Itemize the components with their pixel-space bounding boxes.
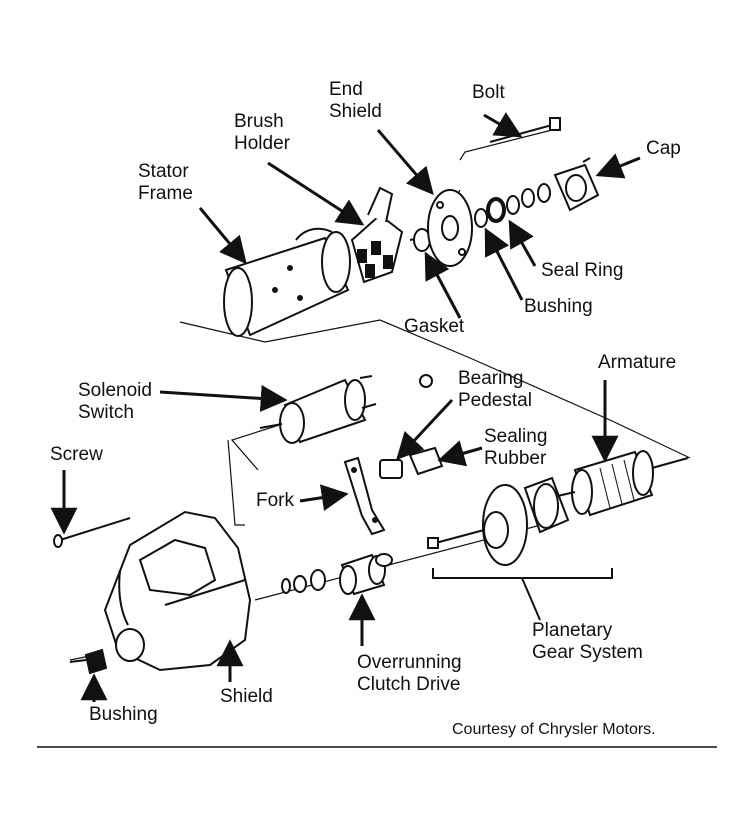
label-bearing-pedestal-line2: Pedestal: [458, 390, 532, 411]
label-overrunning-line1: Overrunning: [357, 652, 462, 673]
planetary-gear-system: [427, 476, 570, 566]
label-stator-frame-line1: Stator: [138, 161, 189, 182]
label-shield: Shield: [220, 686, 273, 707]
brush-holder: [350, 186, 421, 284]
label-end-shield-line2: Shield: [329, 101, 382, 122]
label-bushing-bottom: Bushing: [89, 704, 158, 725]
shield-housing: [103, 510, 252, 672]
label-stator-frame-line2: Frame: [138, 183, 193, 204]
label-seal-ring: Seal Ring: [541, 260, 624, 281]
bushing-bottom-part: [69, 648, 108, 675]
sealing-rubber: [408, 446, 444, 476]
bearing-pedestal: [379, 459, 403, 479]
label-solenoid-line2: Switch: [78, 402, 134, 423]
solenoid-switch: [259, 375, 377, 444]
label-bushing-top: Bushing: [524, 296, 593, 317]
credit-line: Courtesy of Chrysler Motors.: [452, 721, 656, 738]
stator-frame: [223, 227, 351, 337]
label-bearing-pedestal-line1: Bearing: [458, 368, 524, 389]
label-bolt: Bolt: [472, 82, 505, 103]
label-end-shield-line1: End: [329, 79, 363, 100]
label-brush-holder-line1: Brush: [234, 111, 284, 132]
nut: [419, 374, 433, 388]
label-screw: Screw: [50, 444, 103, 465]
label-solenoid-line1: Solenoid: [78, 380, 152, 401]
label-planetary-line2: Gear System: [532, 642, 643, 663]
planetary-bracket: [432, 568, 613, 579]
overrunning-clutch: [281, 553, 393, 596]
label-planetary-line1: Planetary: [532, 620, 613, 641]
label-fork: Fork: [256, 490, 294, 511]
leader-arrows: [50, 112, 641, 702]
armature: [539, 450, 689, 517]
label-armature: Armature: [598, 352, 677, 373]
end-shield: [427, 189, 473, 267]
planetary-leader: [521, 577, 541, 621]
seal-stack: [474, 183, 551, 228]
label-gasket: Gasket: [404, 316, 465, 337]
fork: [343, 456, 386, 536]
cap: [553, 157, 600, 212]
label-sealing-rubber-line1: Sealing: [484, 426, 548, 447]
screw: [53, 517, 131, 548]
label-sealing-rubber-line2: Rubber: [484, 448, 547, 469]
label-cap: Cap: [646, 138, 681, 159]
label-brush-holder-line2: Holder: [234, 133, 290, 154]
bolt: [489, 117, 561, 143]
label-overrunning-line2: Clutch Drive: [357, 674, 461, 695]
